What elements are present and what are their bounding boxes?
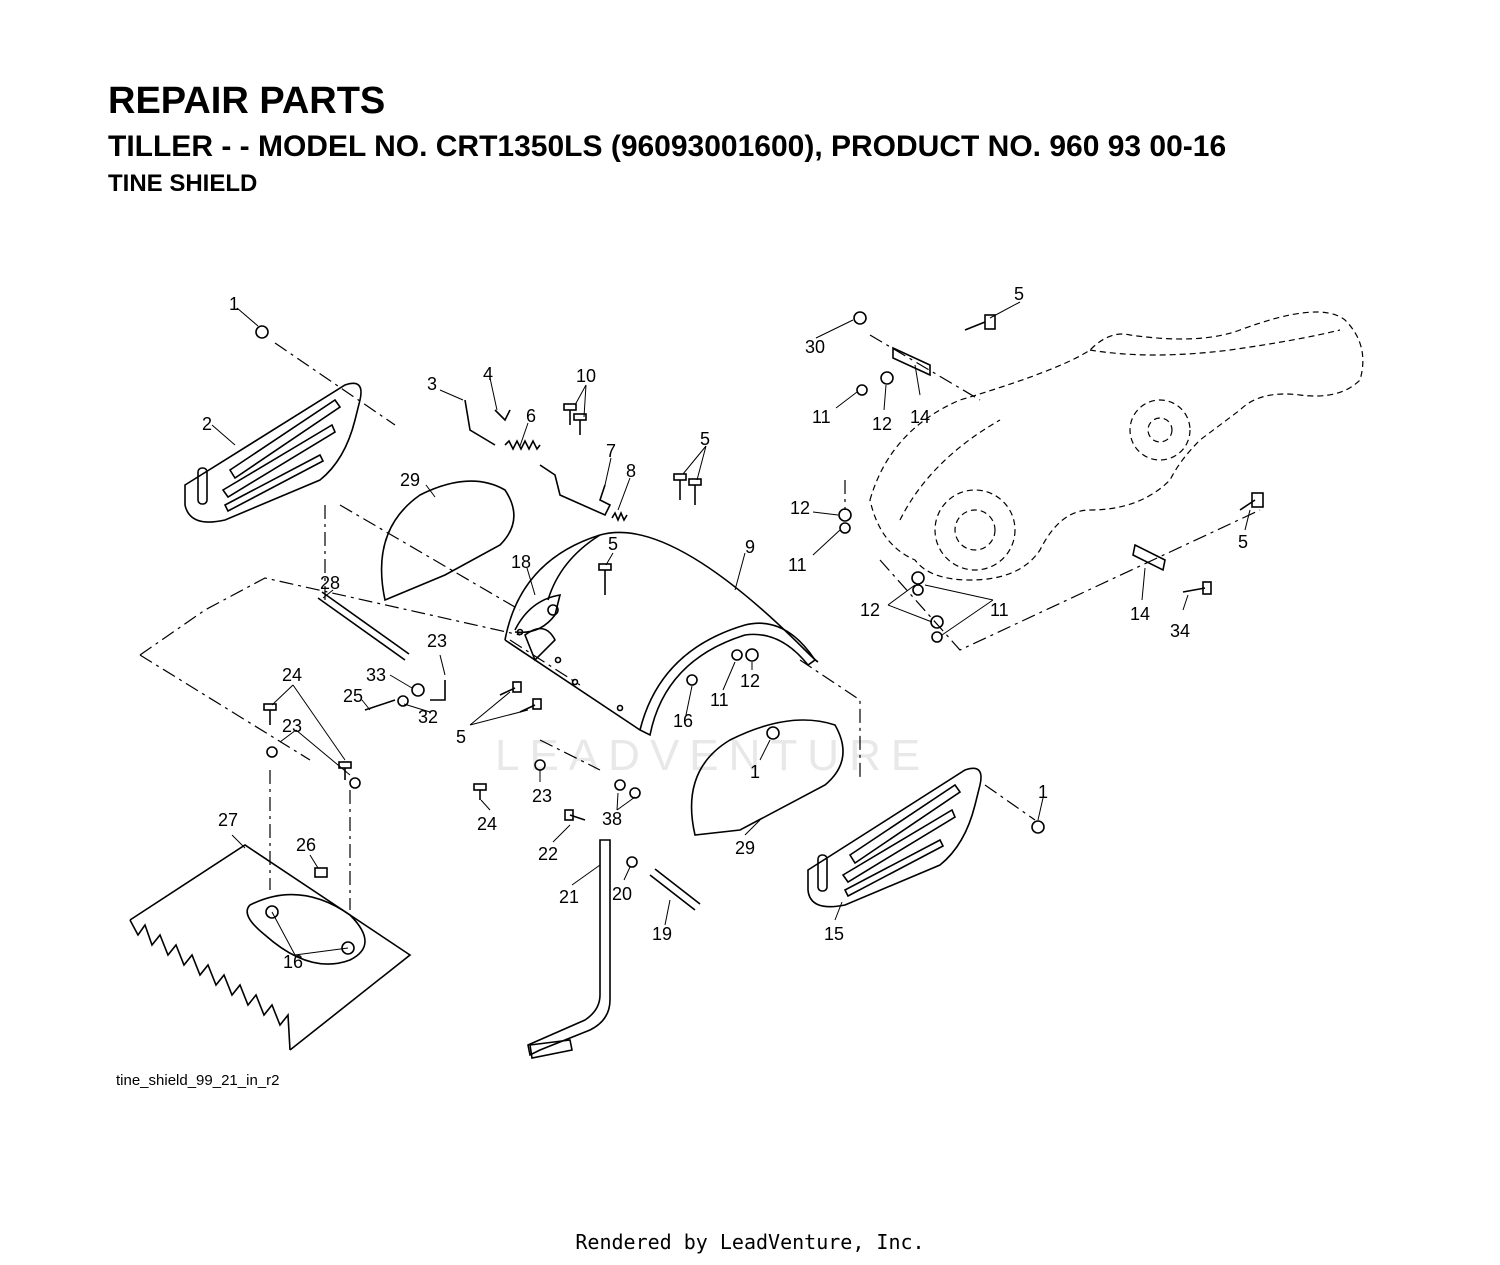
tiller-housing xyxy=(869,311,1364,581)
label-12: 12 xyxy=(872,414,892,434)
bolts xyxy=(263,314,1264,821)
label-23: 23 xyxy=(427,631,447,651)
label-28: 28 xyxy=(320,573,340,593)
label-11: 11 xyxy=(812,407,831,427)
label-29: 29 xyxy=(735,838,755,858)
label-8: 8 xyxy=(626,461,636,481)
bracket-lower xyxy=(1132,543,1166,572)
label-1: 1 xyxy=(1038,782,1048,802)
fasteners xyxy=(255,311,1045,868)
label-15: 15 xyxy=(824,924,844,944)
label-38: 38 xyxy=(602,809,622,829)
pin-long xyxy=(649,868,701,911)
watermark: LEADVENTURE xyxy=(495,731,930,780)
label-2: 2 xyxy=(202,414,212,434)
label-11: 11 xyxy=(990,600,1009,620)
label-3: 3 xyxy=(427,374,437,394)
bracket xyxy=(539,464,612,517)
label-11: 11 xyxy=(710,690,729,710)
side-shield-left xyxy=(184,382,362,523)
label-32: 32 xyxy=(418,707,438,727)
label-33: 33 xyxy=(366,665,386,685)
label-23: 23 xyxy=(532,786,552,806)
side-shield-right xyxy=(807,767,982,908)
section-title: TINE SHIELD xyxy=(108,170,258,197)
tag xyxy=(314,867,328,878)
leader-lines xyxy=(211,301,1251,956)
label-12: 12 xyxy=(860,600,880,620)
label-16: 16 xyxy=(673,711,693,731)
label-14: 14 xyxy=(1130,604,1150,624)
spring xyxy=(504,439,541,451)
label-11: 11 xyxy=(788,555,807,575)
rod xyxy=(317,591,410,661)
assembly-lines xyxy=(139,334,1261,910)
label-34: 34 xyxy=(1170,621,1190,641)
hood-flap xyxy=(639,622,817,737)
label-22: 22 xyxy=(538,844,558,864)
label-6: 6 xyxy=(526,406,536,426)
depth-bar xyxy=(527,839,611,1059)
label-14: 14 xyxy=(910,407,930,427)
label-10: 10 xyxy=(576,366,596,386)
drag-plate xyxy=(129,844,412,1051)
label-21: 21 xyxy=(559,887,579,907)
label-12: 12 xyxy=(740,671,760,691)
label-9: 9 xyxy=(745,537,755,557)
bracket-upper xyxy=(892,346,931,377)
label-24: 24 xyxy=(477,814,497,834)
label-7: 7 xyxy=(606,441,616,461)
side-plate-upper xyxy=(380,480,515,602)
diagram-ref-code: tine_shield_99_21_in_r2 xyxy=(116,1072,279,1089)
pin xyxy=(464,399,496,446)
label-23: 23 xyxy=(282,716,302,736)
side-plate-lower xyxy=(690,719,844,836)
label-5: 5 xyxy=(1014,284,1024,304)
page-subtitle: TILLER - - MODEL NO. CRT1350LS (96093001… xyxy=(108,130,1227,163)
label-20: 20 xyxy=(612,884,632,904)
label-5: 5 xyxy=(456,727,466,747)
footer-credit: Rendered by LeadVenture, Inc. xyxy=(575,1230,925,1254)
label-1: 1 xyxy=(229,294,239,314)
label-5: 5 xyxy=(608,534,618,554)
small-spring xyxy=(611,510,628,523)
label-27: 27 xyxy=(218,810,238,830)
label-5: 5 xyxy=(700,429,710,449)
page-title: REPAIR PARTS xyxy=(108,80,386,122)
label-29: 29 xyxy=(400,470,420,490)
label-18: 18 xyxy=(511,552,531,572)
label-19: 19 xyxy=(652,924,672,944)
label-26: 26 xyxy=(296,835,316,855)
label-12: 12 xyxy=(790,498,810,518)
label-25: 25 xyxy=(343,686,363,706)
label-24: 24 xyxy=(282,665,302,685)
label-30: 30 xyxy=(805,337,825,357)
label-4: 4 xyxy=(483,364,493,384)
label-1: 1 xyxy=(750,762,760,782)
label-16: 16 xyxy=(283,952,303,972)
label-5: 5 xyxy=(1238,532,1248,552)
